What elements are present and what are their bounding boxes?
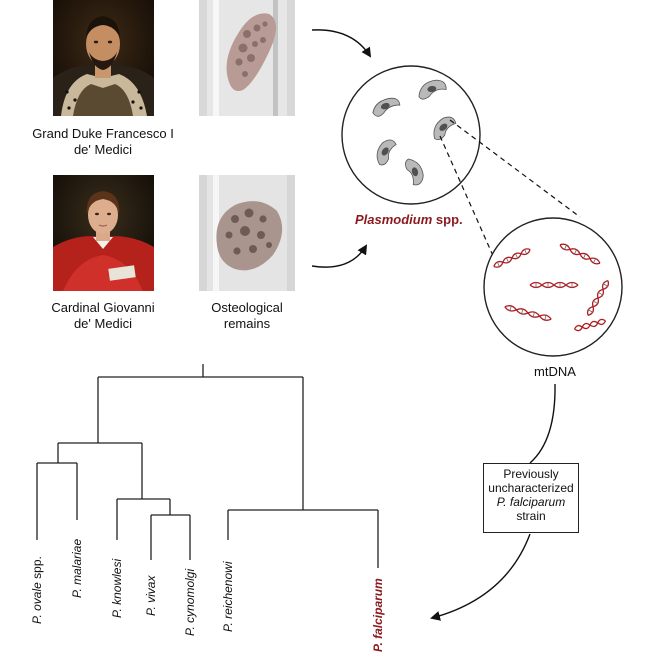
plasmodium-label: Plasmodium spp.: [355, 212, 463, 227]
bone-sample-1: [199, 0, 295, 116]
portrait-giovanni: [53, 175, 154, 291]
connector-mtdna-to-strain: [529, 383, 556, 464]
leaf-p-knowlesi: P. knowlesi: [110, 558, 124, 618]
arrow-sample-1-to-plasmodium: [311, 29, 372, 58]
dna-helices: [493, 243, 610, 332]
parasite-cells: [372, 79, 457, 186]
strain-box: Previously uncharacterized P. falciparum…: [483, 463, 579, 533]
leaf-p-falciparum: P. falciparum: [371, 578, 385, 652]
leaf-p-ovale: P. ovale spp.: [30, 556, 44, 624]
caption-osteological-remains: Osteological remains: [211, 300, 283, 331]
arrow-strain-to-falciparum: [430, 533, 531, 621]
caption-francesco: Grand Duke Francesco I de' Medici: [32, 126, 174, 157]
portrait-francesco: [53, 0, 154, 116]
mtdna-label: mtDNA: [534, 364, 576, 379]
caption-giovanni: Cardinal Giovanni de' Medici: [51, 300, 155, 331]
leaf-p-cynomolgi: P. cynomolgi: [183, 568, 197, 636]
zoom-line-left: [439, 135, 495, 259]
leaf-p-vivax: P. vivax: [144, 575, 158, 616]
plasmodium-circle: [341, 65, 481, 205]
leaf-p-malariae: P. malariae: [70, 538, 84, 598]
arrow-sample-2-to-plasmodium: [311, 244, 368, 268]
bone-sample-2: [199, 175, 295, 291]
leaf-p-reichenowi: P. reichenowi: [221, 561, 235, 633]
mtdna-circle: [483, 217, 623, 357]
phylogenetic-tree: [36, 364, 379, 568]
zoom-line-right: [449, 119, 581, 218]
